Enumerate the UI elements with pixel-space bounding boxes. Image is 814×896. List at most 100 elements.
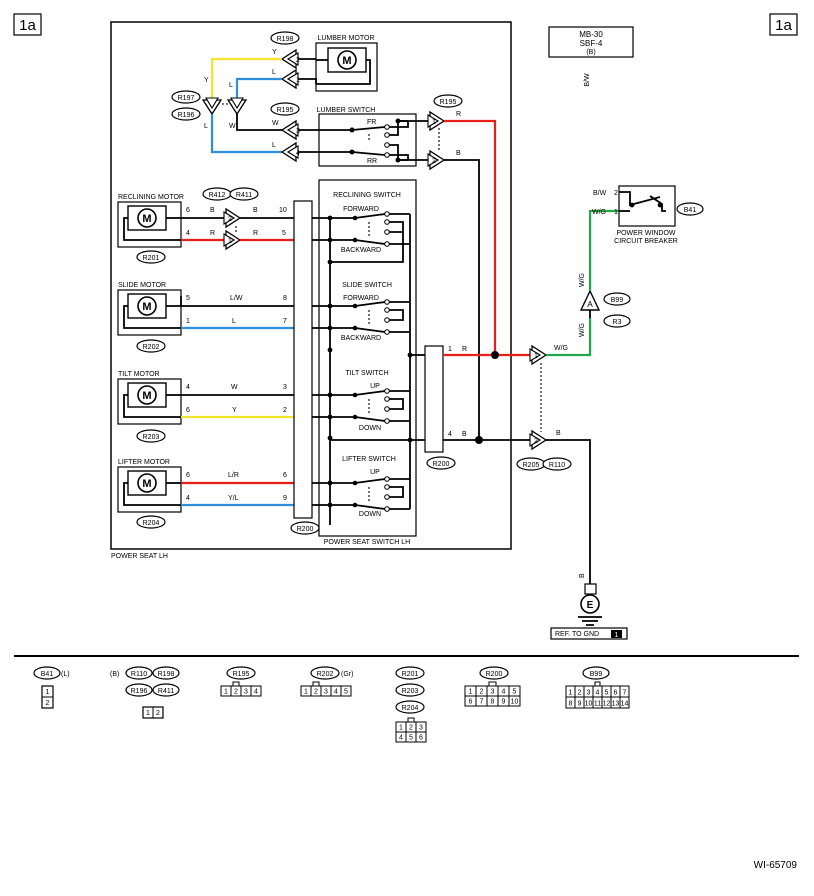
lifter-switch-label: LIFTER SWITCH [342, 456, 396, 463]
conn-r197-label: R197 [178, 95, 195, 102]
conn-r195-label-right: R195 [440, 99, 457, 106]
legend-pin-label: 7 [480, 699, 484, 706]
conn-r198-label: R198 [277, 36, 294, 43]
lifter-sw-pin-b: 9 [283, 495, 287, 502]
slide-switch-contacts [352, 299, 390, 335]
legend-g2-label-0: R110 [131, 671, 147, 678]
wire-lumber-l-label-side: L [229, 82, 233, 89]
legend-pin-label: 4 [254, 689, 258, 696]
legend-pin-label: 7 [623, 690, 627, 697]
legend-pin-label: 11 [594, 701, 601, 708]
legend-pin-label: 1 [399, 725, 403, 732]
tilt-sw-pin-b: 2 [283, 407, 287, 414]
wire-lumber-out-b-label: B [456, 150, 461, 157]
wire-b99-top-label: W/G [579, 273, 586, 287]
conn-r197-oval [171, 90, 201, 104]
legend-pin-label: 2 [409, 725, 413, 732]
reclining-jpin-2: 2 [228, 216, 232, 223]
power-seat-switch-title: POWER SEAT SWITCH LH [324, 539, 410, 546]
wire-lifter-b-label: Y/L [228, 495, 239, 502]
wire-b99-bot-label: W/G [579, 323, 586, 337]
legend-r202-label: R202 [317, 671, 334, 678]
wire-lumber-out-r-label: R [456, 111, 461, 118]
slide-sw-pin-a: 8 [283, 295, 287, 302]
legend-b41-pin-1: 1 [46, 689, 50, 696]
breaker-label-1: POWER WINDOW [616, 230, 675, 237]
legend-r202-suffix: (Gr) [341, 671, 353, 678]
lumber-rr-label: RR [367, 158, 377, 165]
legend-pin-label: 3 [324, 689, 328, 696]
legend-pin-label: 4 [399, 735, 403, 742]
legend-pin-label: 3 [491, 689, 495, 696]
legend-pin-label: 2 [234, 689, 238, 696]
wire-lifter-a-label: L/R [228, 472, 239, 479]
conn-r195-label-left: R195 [277, 107, 294, 114]
wire-junction-wg-label: W/G [554, 345, 568, 352]
conn-r411-oval [229, 187, 259, 201]
reclining-junction-1 [223, 230, 241, 250]
legend-r201-label-0: R201 [402, 671, 419, 678]
conn-r3-oval [603, 314, 631, 328]
wire-b99-green [588, 209, 619, 291]
wire-tilt-a-label: W [231, 384, 238, 391]
conn-b99-label: B99 [611, 297, 624, 304]
conn-b41-label: B41 [684, 207, 697, 214]
ground-symbol-label: E [587, 600, 594, 611]
tilt-pin-a: 4 [186, 384, 190, 391]
reclining-pin-b: 4 [186, 230, 190, 237]
slide-fwd-label: FORWARD [343, 295, 379, 302]
junction-pin-1: 1 [534, 353, 538, 360]
page-label-left-box [13, 13, 42, 36]
legend-pin-label: 3 [419, 725, 423, 732]
legend-pin-label: 1 [569, 690, 573, 697]
wire-lumber-l-label-low: L [204, 123, 208, 130]
wire-tilt-b-label: Y [232, 407, 237, 414]
reclining-bwd-label: BACKWARD [341, 247, 381, 254]
slide-pin-a: 5 [186, 295, 190, 302]
legend-pin-cell [619, 696, 630, 709]
tilt-down-label: DOWN [359, 425, 381, 432]
breaker-pin-1: 1 [614, 209, 618, 216]
legend-b99-label: B99 [590, 671, 603, 678]
lifter-pin-a: 6 [186, 472, 190, 479]
legend-r201-label-2: R204 [402, 705, 419, 712]
conn-r196-oval [171, 107, 201, 121]
power-connector-r200 [424, 345, 444, 453]
legend-pin-label: 1 [469, 689, 473, 696]
wire-lumber-l-label-top: L [272, 69, 276, 76]
lumber-out-terminal-1 [427, 111, 445, 131]
legend-pin-label: 9 [578, 701, 582, 708]
power-wire-b: B [462, 431, 467, 438]
legend-pin-label: 6 [469, 699, 473, 706]
wire-junction-black [546, 439, 591, 585]
reclining-motor-symbol [127, 205, 167, 231]
lumber-fr-label: FR [367, 119, 376, 126]
breaker-label-2: CIRCUIT BREAKER [614, 238, 678, 245]
conn-r3-label: R3 [613, 319, 622, 326]
ground-symbol [580, 594, 600, 614]
legend-pin-label: 5 [513, 689, 517, 696]
conn-r200-label-power: R200 [433, 461, 450, 468]
conn-r202-oval [136, 339, 166, 353]
breaker-pin-2: 2 [614, 190, 618, 197]
legend-pin-label: 10 [511, 699, 519, 706]
breaker-wire-wg: W/G [592, 209, 606, 216]
breaker-wire-bw: B/W [593, 190, 607, 197]
conn-r201-label: R201 [143, 255, 160, 262]
slide-switch-label: SLIDE SWITCH [342, 282, 392, 289]
conn-r196-label: R196 [178, 112, 195, 119]
lifter-motor-label: LIFTER MOTOR [118, 459, 170, 466]
lumber-pin-1: 1 [296, 77, 300, 84]
legend-pin-cell [250, 685, 262, 697]
legend-g2-pin-2: 2 [156, 710, 160, 717]
conn-r195-oval-left [270, 102, 300, 116]
legend-pin-label: 6 [419, 735, 423, 742]
power-seat-frame [110, 21, 512, 550]
conn-r201-oval [136, 250, 166, 264]
legend-pin-label: 2 [480, 689, 484, 696]
